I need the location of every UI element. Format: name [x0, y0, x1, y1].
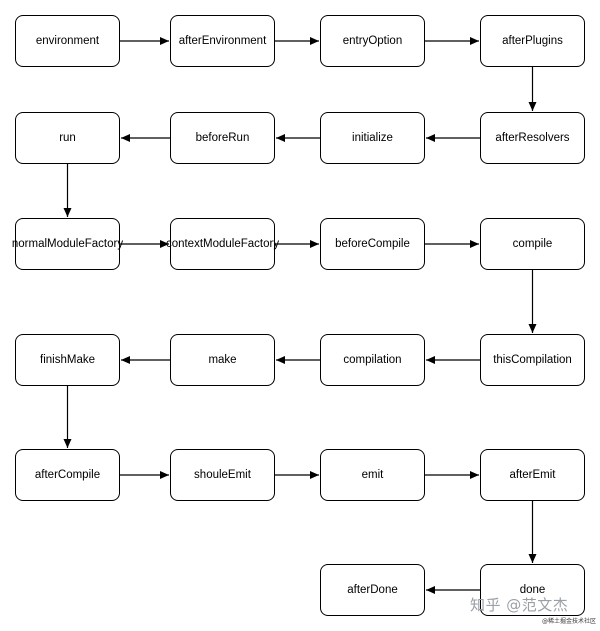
watermark-text: 知乎 @范文杰 [470, 596, 569, 614]
node-contextModuleFactory: contextModuleFactory [166, 218, 279, 270]
node-afterResolvers: afterResolvers [480, 112, 585, 164]
node-normalModuleFactory: normalModuleFactory [12, 218, 123, 270]
node-compile: compile [480, 218, 585, 270]
node-afterDone: afterDone [320, 564, 425, 616]
node-afterCompile: afterCompile [15, 449, 120, 501]
node-emit: emit [320, 449, 425, 501]
node-shouleEmit: shouleEmit [170, 449, 275, 501]
node-entryOption: entryOption [320, 15, 425, 67]
node-run: run [15, 112, 120, 164]
node-afterEnvironment: afterEnvironment [170, 15, 275, 67]
node-compilation: compilation [320, 334, 425, 386]
node-done: done [480, 564, 585, 616]
node-afterEmit: afterEmit [480, 449, 585, 501]
node-finishMake: finishMake [15, 334, 120, 386]
node-environment: environment [15, 15, 120, 67]
node-initialize: initialize [320, 112, 425, 164]
node-make: make [170, 334, 275, 386]
watermark-subtext: @稀土掘金技术社区 [542, 618, 597, 625]
node-beforeCompile: beforeCompile [320, 218, 425, 270]
node-afterPlugins: afterPlugins [480, 15, 585, 67]
node-beforeRun: beforeRun [170, 112, 275, 164]
node-thisCompilation: thisCompilation [480, 334, 585, 386]
